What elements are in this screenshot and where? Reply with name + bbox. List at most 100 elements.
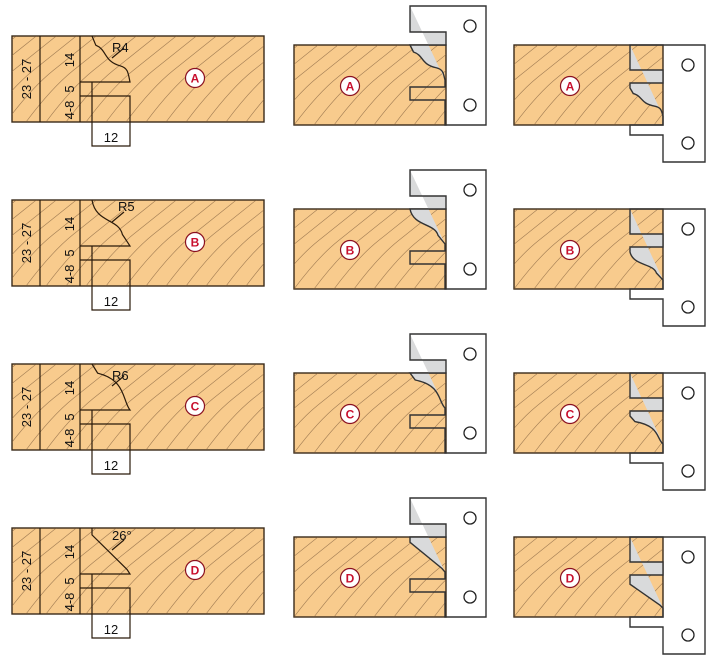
wood-grain: [294, 45, 446, 125]
mounting-hole: [463, 590, 477, 604]
profile-height-label: 14: [62, 53, 77, 67]
profile-badge: [184, 67, 206, 89]
board: [293, 372, 447, 454]
board: [11, 527, 265, 615]
mounting-hole: [681, 464, 695, 478]
row-c: R6 23 - 27 14 5 4-8 12 C C C: [11, 333, 706, 491]
mounting-hole: [681, 386, 695, 400]
profile-radius-label: 26°: [112, 528, 132, 543]
profile-badge: [559, 239, 581, 261]
mounting-hole: [681, 300, 695, 314]
groove-depth-label: 4-8: [62, 265, 77, 284]
profile-badge: [339, 239, 361, 261]
profile-badge: [559, 403, 581, 425]
cutter-setup-tenon: D: [513, 536, 706, 655]
profile-radius-label: R4: [112, 40, 129, 55]
profile-height-label: 14: [62, 545, 77, 559]
mounting-hole: [463, 19, 477, 33]
profile-badge-label: A: [346, 80, 355, 94]
profile-badge: [184, 559, 206, 581]
profile-badge-label: C: [191, 400, 200, 414]
groove-width-label: 5: [62, 577, 77, 584]
cutter-tool: [629, 372, 706, 491]
profile-badge-label: B: [566, 244, 575, 258]
board: [11, 35, 265, 123]
groove-depth-label: 4-8: [62, 101, 77, 120]
cutter-tool: [629, 44, 706, 163]
profile-height-label: 14: [62, 381, 77, 395]
wood-grain: [294, 537, 446, 617]
profile-badge-label: C: [346, 408, 355, 422]
mounting-hole: [463, 347, 477, 361]
wood-grain: [294, 373, 446, 453]
mounting-hole: [681, 550, 695, 564]
mounting-hole: [463, 98, 477, 112]
tenon-length-label: 12: [104, 130, 118, 145]
mounting-hole: [681, 136, 695, 150]
profile-badge: [559, 567, 581, 589]
dimension-drawing: R6 23 - 27 14 5 4-8 12 C: [11, 363, 265, 475]
profile-badge: [339, 567, 361, 589]
profile-outline: [80, 363, 132, 475]
row-b: R5 23 - 27 14 5 4-8 12 B B B: [11, 169, 706, 327]
mounting-hole: [463, 262, 477, 276]
mounting-hole: [681, 628, 695, 642]
profile-badge: [339, 75, 361, 97]
cutter-tool: [409, 169, 487, 290]
thickness-label: 23 - 27: [19, 223, 34, 263]
cutter-tool: [409, 497, 487, 618]
profile-badge: [339, 403, 361, 425]
tenon-length-label: 12: [104, 294, 118, 309]
wood-grain: [12, 36, 264, 122]
groove-depth-label: 4-8: [62, 593, 77, 612]
profile-radius-label: R5: [118, 199, 135, 214]
board: [11, 363, 265, 451]
groove-width-label: 5: [62, 413, 77, 420]
cutter-setup-groove: C: [293, 333, 487, 454]
cutter-setup-groove: D: [293, 497, 487, 618]
cutter-setup-tenon: C: [513, 372, 706, 491]
tenon-length-label: 12: [104, 622, 118, 637]
radius-leader: [111, 211, 125, 223]
profile-badge-label: D: [566, 572, 575, 586]
profile-badge: [184, 231, 206, 253]
profile-outline: [80, 199, 132, 311]
profile-outline: [80, 528, 132, 639]
profile-radius-label: R6: [112, 368, 129, 383]
mounting-hole: [681, 222, 695, 236]
mounting-hole: [463, 426, 477, 440]
wood-grain: [12, 364, 264, 450]
cutter-setup-tenon: A: [513, 44, 706, 163]
wood-grain: [12, 200, 264, 286]
tenon-length-label: 12: [104, 458, 118, 473]
profile-outline: [80, 35, 131, 147]
groove-width-label: 5: [62, 249, 77, 256]
wood-grain: [294, 209, 446, 289]
profile-badge-label: A: [191, 72, 200, 86]
wood-grain: [12, 528, 264, 614]
mounting-hole: [463, 511, 477, 525]
profile-badge-label: D: [346, 572, 355, 586]
thickness-label: 23 - 27: [19, 59, 34, 99]
cutter-tool: [629, 536, 706, 655]
groove-depth-label: 4-8: [62, 429, 77, 448]
thickness-label: 23 - 27: [19, 387, 34, 427]
profile-badge-label: B: [346, 244, 355, 258]
cutter-tool: [408, 333, 487, 454]
radius-leader: [111, 539, 125, 551]
cutter-setup-groove: A: [293, 5, 487, 126]
thickness-label: 23 - 27: [19, 551, 34, 591]
radius-leader: [111, 375, 125, 387]
profile-badge-label: B: [191, 236, 200, 250]
cutter-tool: [408, 5, 487, 126]
profile-badge-label: A: [566, 80, 575, 94]
cutter-setup-tenon: B: [513, 208, 706, 327]
profile-height-label: 14: [62, 217, 77, 231]
radius-leader: [111, 47, 125, 59]
dimension-drawing: R5 23 - 27 14 5 4-8 12 B: [11, 199, 265, 311]
